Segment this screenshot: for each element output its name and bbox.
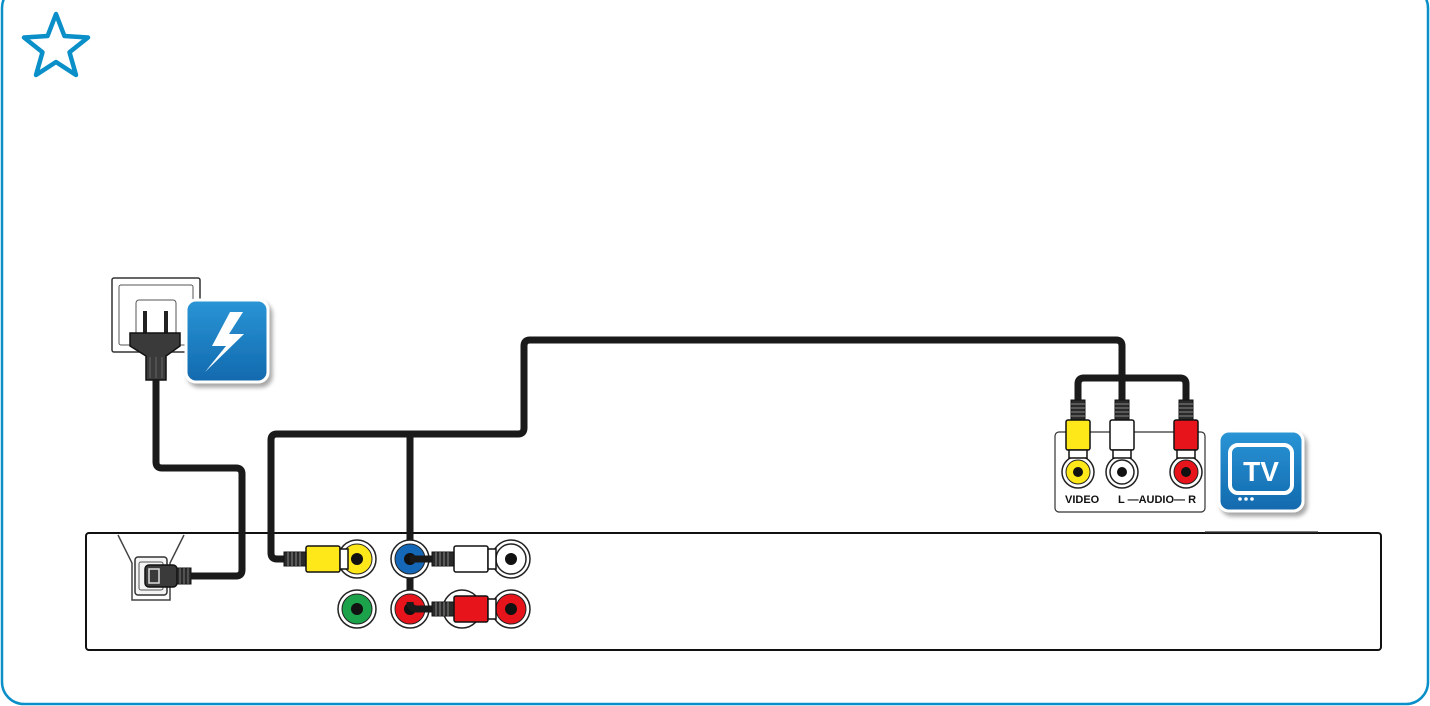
red-rca-plug xyxy=(431,595,497,623)
tv-video-jack xyxy=(1061,455,1095,489)
tv-cable-branch xyxy=(1074,374,1190,405)
power-cable xyxy=(152,380,246,580)
tv-audio-label: L —AUDIO— R xyxy=(1118,494,1196,506)
tv-audio-left-jack xyxy=(1105,455,1139,489)
white-rca-plug xyxy=(431,545,497,573)
tv-icon: TV xyxy=(1217,429,1305,513)
tv-red-rca-plug xyxy=(1173,399,1199,459)
red-plug-cable xyxy=(406,601,432,613)
player-y-jack xyxy=(337,589,377,629)
tv-white-rca-plug xyxy=(1109,399,1135,459)
tv-audio-right-jack xyxy=(1169,455,1203,489)
tv-video-label: VIDEO xyxy=(1065,494,1100,506)
power-plug-inlet xyxy=(144,564,192,588)
star-icon xyxy=(21,11,91,78)
lightning-bolt-icon xyxy=(184,298,270,384)
tv-yellow-rca-plug xyxy=(1065,399,1091,459)
player-back-panel xyxy=(85,532,1382,651)
tv-badge-text: TV xyxy=(1243,456,1279,487)
yellow-rca-plug xyxy=(283,545,349,573)
player-audio-right-jack xyxy=(491,589,531,629)
av-cable-main xyxy=(267,336,1126,563)
player-audio-left-jack xyxy=(491,539,531,579)
wall-plug xyxy=(129,311,181,381)
